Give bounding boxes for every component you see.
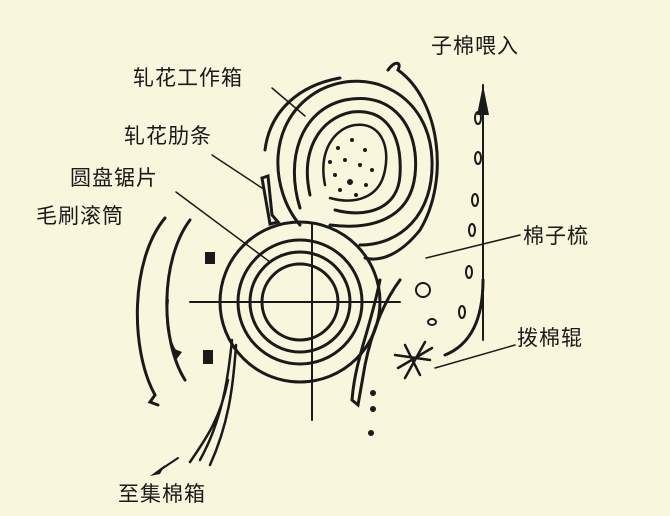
label-ginning-box: 轧花工作箱 bbox=[133, 66, 243, 90]
label-seed-comb: 棉子梳 bbox=[523, 224, 589, 248]
label-ginning-rib: 轧花肋条 bbox=[124, 124, 212, 148]
ginning-box-shape bbox=[263, 61, 439, 261]
label-cotton-feed: 子棉喂入 bbox=[431, 34, 519, 58]
label-saw-disc: 圆盘锯片 bbox=[70, 166, 158, 190]
seed-cotton-ovals bbox=[415, 111, 482, 326]
brush-cylinder-shape bbox=[135, 216, 215, 407]
saw-disc-shape bbox=[189, 220, 401, 421]
ginning-rib-shape bbox=[260, 173, 281, 226]
label-kicker-roller: 拨棉辊 bbox=[517, 326, 583, 350]
kicker-roller-shape bbox=[393, 340, 434, 380]
seed-cotton-dots bbox=[328, 138, 374, 197]
label-brush-cylinder: 毛刷滚筒 bbox=[36, 204, 124, 228]
label-to-condenser: 至集棉箱 bbox=[118, 482, 206, 506]
